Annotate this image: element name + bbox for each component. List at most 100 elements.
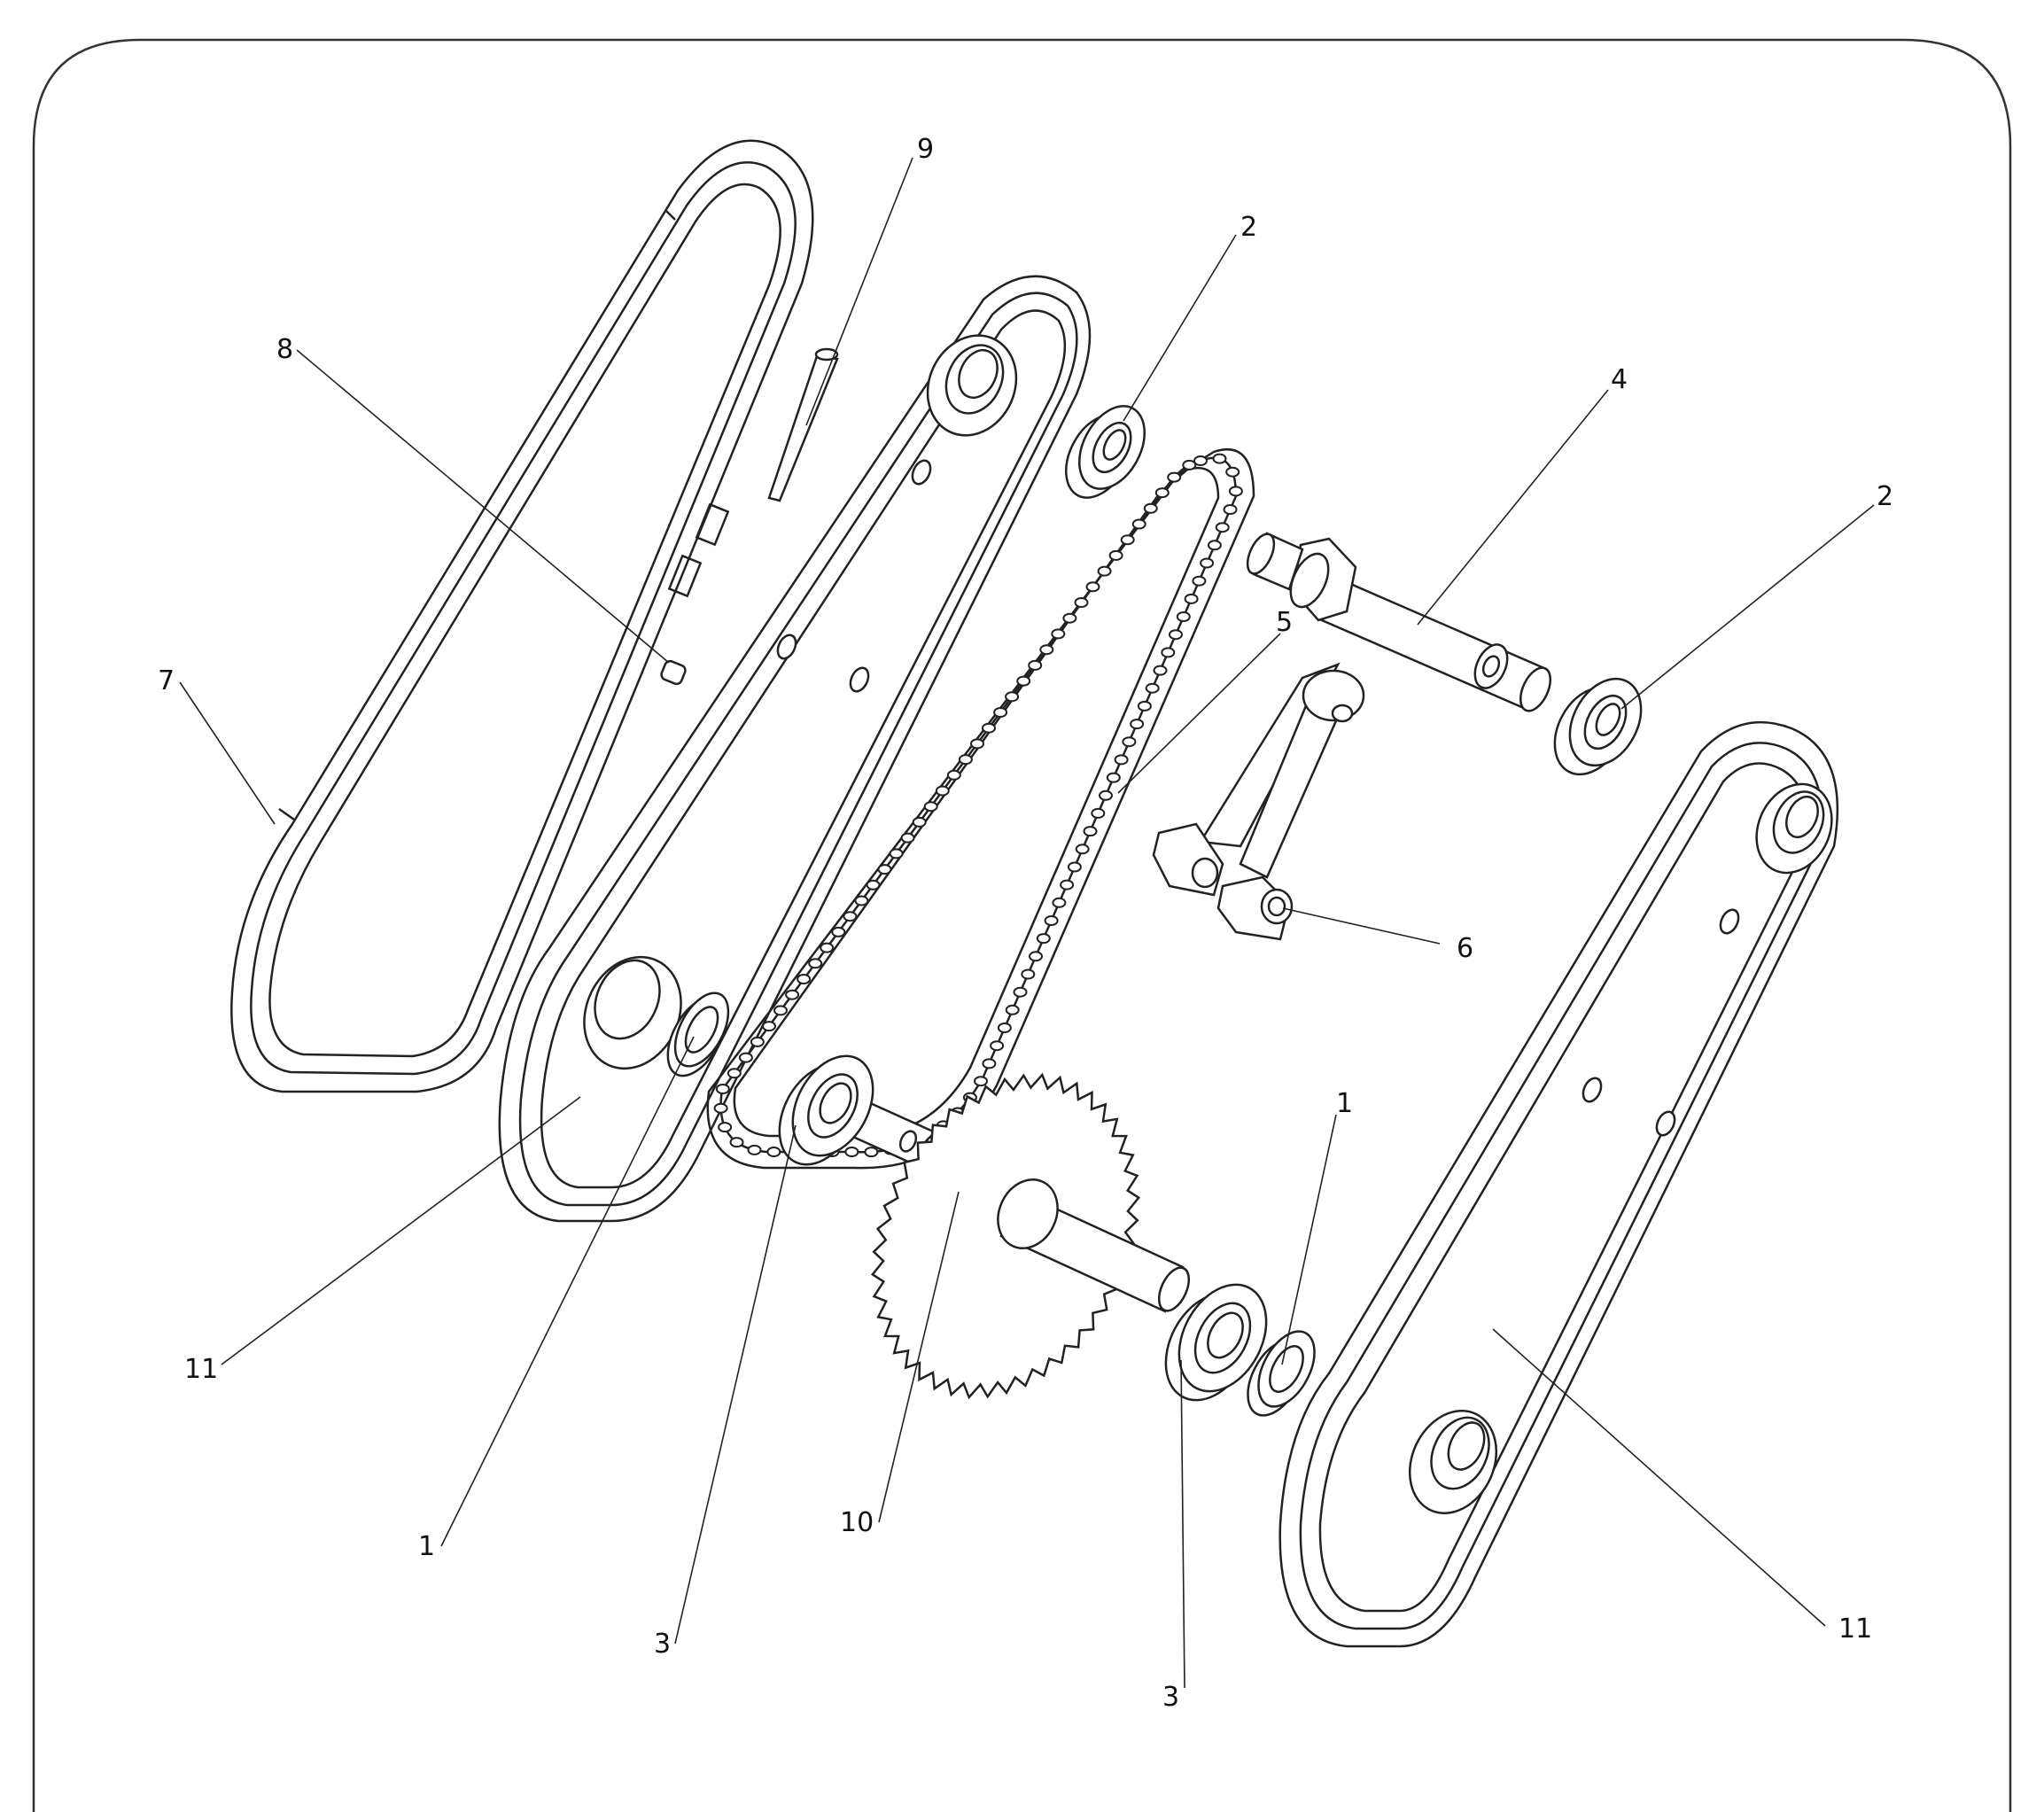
chain-link bbox=[999, 1023, 1011, 1032]
chain-link bbox=[1100, 791, 1112, 800]
leader-line-6 bbox=[1282, 907, 1441, 945]
callout-7: 7 bbox=[158, 665, 175, 696]
chain-link bbox=[843, 912, 856, 921]
callout-2a: 2 bbox=[1240, 212, 1257, 243]
chain-link bbox=[740, 1054, 752, 1062]
chain-link bbox=[1052, 629, 1064, 638]
chain-link bbox=[867, 881, 880, 890]
chain-link bbox=[1146, 684, 1159, 693]
callout-3b: 3 bbox=[1162, 1682, 1179, 1713]
chain-link bbox=[1139, 702, 1151, 711]
chain-link bbox=[1076, 844, 1089, 853]
leader-lines bbox=[179, 157, 1875, 1689]
callout-4: 4 bbox=[1611, 364, 1628, 395]
chain-link bbox=[1122, 535, 1134, 544]
chain-link bbox=[1022, 970, 1034, 979]
chain-link bbox=[1107, 774, 1120, 782]
chain-link bbox=[1209, 540, 1221, 549]
chain-link bbox=[1170, 630, 1182, 639]
chain-link bbox=[1006, 692, 1018, 701]
leader-line-2a bbox=[1123, 234, 1237, 422]
chain-link bbox=[1193, 577, 1205, 586]
chain-link bbox=[1099, 567, 1111, 576]
chain-link bbox=[971, 739, 983, 748]
leader-line-10 bbox=[878, 1191, 960, 1523]
chain-link bbox=[1230, 486, 1242, 495]
callout-labels: 7 8 9 2 4 2 5 6 11 1 3 10 1 3 11 bbox=[158, 134, 1893, 1713]
bearing-upper-part-2 bbox=[1053, 395, 1157, 509]
leader-line-11b bbox=[1492, 1328, 1826, 1627]
chain-link bbox=[731, 1138, 743, 1147]
chain-link bbox=[1183, 461, 1195, 470]
chain-link bbox=[937, 787, 949, 796]
chain-link bbox=[1040, 645, 1053, 654]
leader-line-3a bbox=[674, 1124, 797, 1645]
chain-link bbox=[1076, 598, 1088, 607]
chain-link bbox=[994, 708, 1006, 717]
chain-link bbox=[1154, 666, 1167, 675]
leader-line-3b bbox=[1180, 1359, 1185, 1689]
chain-link bbox=[719, 1123, 731, 1132]
chain-link bbox=[1030, 952, 1042, 960]
callout-6: 6 bbox=[1457, 933, 1473, 964]
chain-link bbox=[749, 1146, 761, 1155]
chain-link bbox=[1185, 595, 1198, 603]
chain-link bbox=[845, 1147, 858, 1156]
callout-11b: 11 bbox=[1838, 1614, 1872, 1645]
callout-2b: 2 bbox=[1877, 481, 1893, 512]
chain-link bbox=[1123, 737, 1135, 746]
chain-link bbox=[925, 802, 937, 811]
leader-line-2b bbox=[1620, 504, 1875, 710]
chain-link bbox=[763, 1022, 775, 1030]
chain-link bbox=[983, 1059, 995, 1068]
chain-link bbox=[832, 928, 844, 937]
leader-line-1a bbox=[440, 1036, 695, 1547]
leader-line-5 bbox=[1117, 633, 1281, 794]
large-sprocket-part-10 bbox=[873, 1075, 1195, 1397]
chain-link bbox=[717, 1085, 729, 1093]
leader-line-7 bbox=[179, 681, 276, 825]
chain-link bbox=[948, 771, 960, 780]
driven-shaft-part-4 bbox=[1242, 530, 1557, 715]
chain-link bbox=[1061, 881, 1073, 890]
chain-link bbox=[1069, 863, 1081, 872]
chain-link bbox=[1017, 677, 1030, 686]
chain-link bbox=[991, 1041, 1003, 1050]
chain-link bbox=[1084, 827, 1097, 836]
chain-link bbox=[728, 1069, 741, 1077]
chain-link bbox=[1131, 719, 1143, 728]
chain-link bbox=[1045, 916, 1058, 925]
chain-link bbox=[1092, 809, 1104, 818]
chain-link bbox=[797, 975, 810, 984]
chain-link bbox=[786, 991, 798, 999]
callout-1a: 1 bbox=[418, 1531, 435, 1562]
washer-right-part-1 bbox=[1236, 1322, 1325, 1425]
chain-link bbox=[1110, 551, 1123, 560]
chain-link bbox=[1006, 1006, 1019, 1015]
chain-link bbox=[1029, 661, 1041, 670]
leader-line-4 bbox=[1417, 389, 1609, 626]
chain-link bbox=[975, 1077, 987, 1085]
chain-link bbox=[1201, 559, 1213, 568]
chain-link bbox=[879, 865, 891, 874]
callout-9: 9 bbox=[917, 134, 934, 165]
leader-line-11a bbox=[221, 1096, 581, 1365]
chain-link bbox=[1177, 612, 1190, 621]
bearing-right-part-3 bbox=[1148, 1270, 1284, 1415]
chain-link bbox=[751, 1038, 764, 1046]
leader-line-8 bbox=[296, 349, 670, 664]
chain-link bbox=[1038, 934, 1050, 943]
leader-line-9 bbox=[805, 157, 913, 426]
chain-link bbox=[960, 755, 972, 764]
chain-link bbox=[1053, 898, 1065, 907]
chain-link bbox=[1156, 488, 1169, 497]
chain-link bbox=[1168, 473, 1180, 482]
chain-link bbox=[767, 1147, 780, 1156]
tensioner-arm-part-6 bbox=[1154, 665, 1364, 939]
callout-1b: 1 bbox=[1336, 1088, 1353, 1119]
callout-10: 10 bbox=[840, 1507, 874, 1538]
belt-loop-part-7 bbox=[231, 141, 812, 1092]
chain-link bbox=[1224, 505, 1237, 514]
chain-link bbox=[855, 897, 867, 906]
